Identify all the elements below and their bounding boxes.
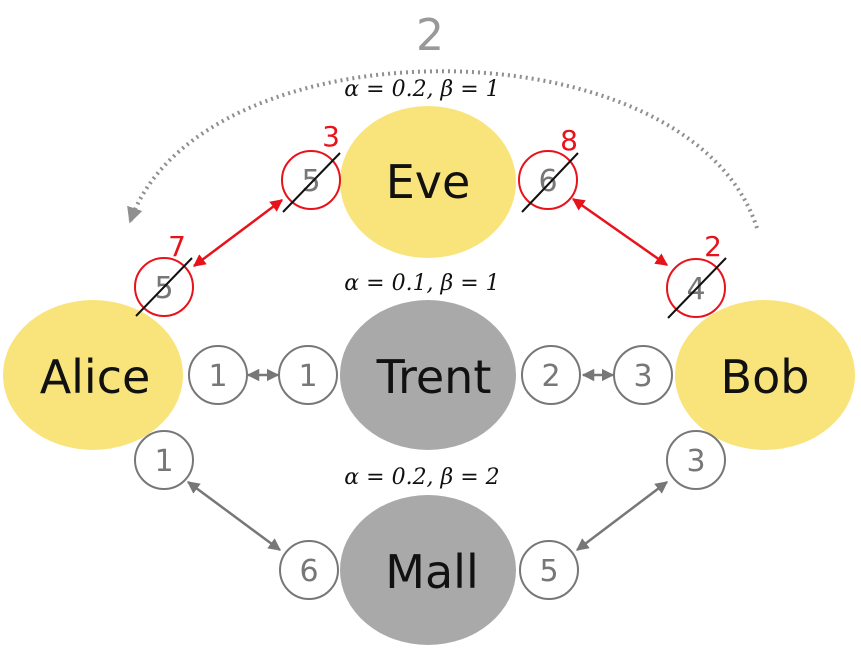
trent-alice-badge: 1 [278, 345, 338, 405]
eve-node [340, 106, 516, 258]
alice-label: Alice [40, 350, 151, 404]
eve-label: Eve [386, 155, 471, 209]
bob-mall-badge: 3 [666, 430, 726, 490]
mall-alice-badge: 6 [279, 540, 339, 600]
svg-text:6: 6 [538, 164, 557, 199]
alice-mall-arrow [186, 480, 282, 552]
trent-bob-badge: 2 [521, 345, 581, 405]
bob-eve-new-value: 2 [704, 230, 722, 263]
eve-params: α = 0.2, β = 1 [344, 77, 499, 102]
alice-node [3, 300, 183, 450]
bob-eve-badge: 4 2 [666, 230, 727, 319]
alice-eve-arrow [193, 199, 283, 267]
trent-label: Trent [376, 350, 492, 404]
svg-text:5: 5 [301, 164, 320, 199]
bob-trent-badge: 3 [613, 345, 673, 405]
eve-bob-arrow [571, 197, 669, 267]
svg-text:6: 6 [299, 554, 318, 589]
alice-eve-new-value: 7 [168, 230, 186, 263]
mall-node [340, 495, 516, 645]
bob-node [675, 300, 855, 450]
mall-params: α = 0.2, β = 2 [344, 465, 499, 490]
mall-bob-arrow [576, 481, 668, 551]
eve-bob-new-value: 8 [560, 124, 578, 157]
eve-bob-badge: 6 8 [518, 124, 579, 213]
trent-params: α = 0.1, β = 1 [344, 271, 499, 296]
alice-trent-badge: 1 [188, 345, 248, 405]
mall-label: Mall [385, 545, 478, 599]
svg-text:1: 1 [154, 444, 173, 479]
mall-bob-badge: 5 [519, 540, 579, 600]
alice-mall-badge: 1 [134, 430, 194, 490]
loop-label: 2 [416, 10, 444, 61]
trent-node [340, 300, 516, 450]
eve-alice-new-value: 3 [322, 120, 340, 153]
eve-alice-badge: 5 3 [281, 120, 341, 213]
bob-label: Bob [721, 350, 810, 404]
svg-text:5: 5 [154, 271, 173, 306]
svg-text:3: 3 [686, 444, 705, 479]
svg-text:1: 1 [298, 359, 317, 394]
svg-text:1: 1 [208, 359, 227, 394]
svg-text:3: 3 [633, 359, 652, 394]
svg-text:2: 2 [541, 359, 560, 394]
svg-text:5: 5 [539, 554, 558, 589]
alice-eve-badge: 5 7 [134, 230, 194, 317]
